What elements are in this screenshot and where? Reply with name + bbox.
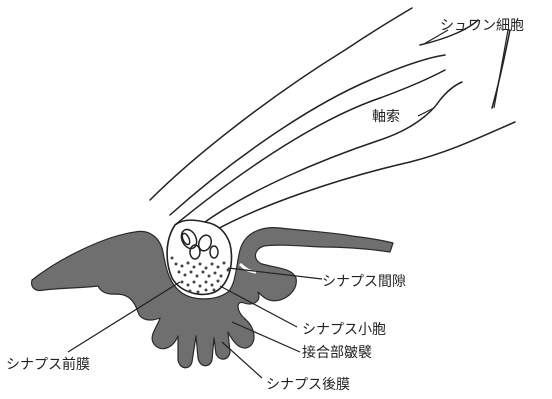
label-postsynaptic-membrane: シナプス後膜 <box>266 377 350 393</box>
label-presynaptic-membrane: シナプス前膜 <box>6 356 90 373</box>
label-synaptic-cleft: シナプス間隙 <box>322 274 406 290</box>
fold-gap-1 <box>262 252 284 264</box>
axon-inner-right <box>205 82 462 222</box>
label-junctional-folds: 接合部皺襞 <box>302 344 372 361</box>
label-synaptic-vesicle: シナプス小胞 <box>302 322 386 338</box>
leader-schwann-2 <box>494 30 508 108</box>
label-axon: 軸索 <box>372 108 400 125</box>
axon-inner-left <box>175 70 445 225</box>
label-schwann-cell: シュワン細胞 <box>440 18 524 34</box>
schwann-outer-right <box>212 122 515 232</box>
nerve-terminal <box>167 220 231 294</box>
